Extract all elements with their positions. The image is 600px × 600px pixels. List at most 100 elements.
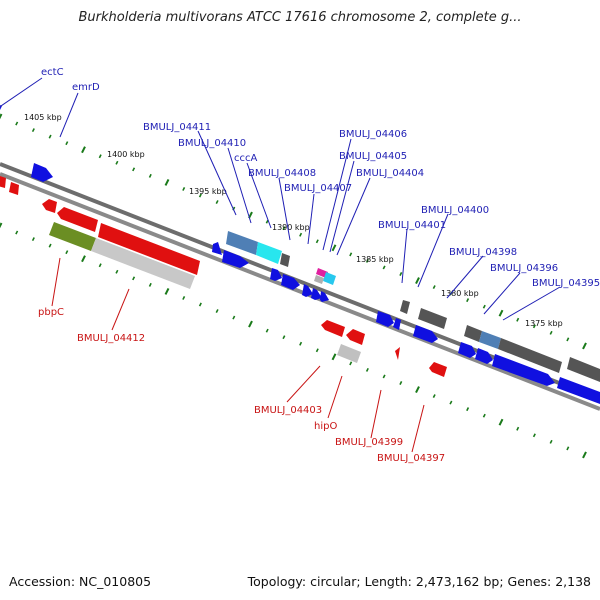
- gene-fwd-1: [31, 163, 53, 182]
- minor-tick: [466, 407, 470, 412]
- major-tick: [164, 178, 170, 186]
- minor-tick: [31, 128, 35, 133]
- minor-tick: [382, 374, 386, 379]
- gene-rev-6: [346, 329, 365, 345]
- label-BMULJ-04406: BMULJ_04406: [339, 129, 407, 140]
- scale-labels: 1405 kbp 1400 kbp 1395 kbp 1390 kbp 1385…: [24, 113, 563, 328]
- minor-tick: [48, 243, 52, 248]
- gene-fwd-10: [413, 325, 438, 343]
- gene-grey-small: [280, 253, 290, 267]
- major-tick: [582, 342, 587, 350]
- minor-tick: [399, 381, 403, 385]
- gene-fwd-6: [311, 288, 322, 300]
- scale-label-1390: 1390 kbp: [272, 223, 310, 232]
- minor-tick: [382, 265, 386, 270]
- major-tick: [0, 113, 3, 120]
- minor-tick: [182, 295, 186, 300]
- label-pbpC: pbpC: [38, 307, 64, 318]
- minor-tick: [315, 348, 319, 353]
- gene-cccA-grey: [226, 231, 258, 255]
- minor-tick: [349, 361, 353, 366]
- scale-label-1385: 1385 kbp: [356, 255, 394, 264]
- upper-scale-ticks: [0, 113, 587, 350]
- minor-tick: [31, 237, 35, 242]
- minor-tick: [482, 304, 486, 309]
- accession-text: Accession: NC_010805: [9, 574, 152, 589]
- scale-label-1380: 1380 kbp: [441, 289, 479, 298]
- gene-rev-2: [9, 182, 19, 195]
- minor-tick: [399, 272, 403, 276]
- minor-tick: [516, 317, 520, 322]
- gene-fwd-4: [281, 274, 300, 290]
- label-BMULJ-04403: BMULJ_04403: [254, 405, 322, 416]
- label-BMULJ-04407: BMULJ_04407: [284, 183, 352, 194]
- minor-tick: [148, 173, 152, 178]
- gene-grey-04401: [418, 308, 447, 329]
- gene-fwd-9: [393, 318, 401, 330]
- minor-tick: [98, 154, 102, 159]
- gene-hipO-grey: [337, 344, 361, 363]
- minor-tick: [198, 302, 202, 307]
- gene-BMULJ-04412: [98, 223, 200, 275]
- label-BMULJ-04395: BMULJ_04395: [532, 278, 600, 289]
- major-tick: [164, 287, 170, 295]
- minor-tick: [532, 433, 536, 438]
- major-tick: [248, 320, 253, 328]
- major-tick: [331, 353, 337, 361]
- minor-tick: [299, 232, 303, 237]
- minor-tick: [549, 439, 553, 444]
- label-BMULJ-04399: BMULJ_04399: [335, 437, 403, 448]
- major-tick: [415, 386, 420, 393]
- minor-tick: [482, 413, 486, 418]
- minor-tick: [98, 263, 102, 268]
- minor-tick: [148, 282, 152, 287]
- scale-label-1405: 1405 kbp: [24, 113, 62, 122]
- major-tick: [498, 309, 504, 317]
- label-BMULJ-04404: BMULJ_04404: [356, 168, 424, 179]
- label-BMULJ-04411: BMULJ_04411: [143, 122, 211, 133]
- gene-cyan-small: [323, 272, 336, 285]
- minor-tick: [432, 394, 436, 399]
- minor-tick: [566, 337, 570, 342]
- label-BMULJ-04397: BMULJ_04397: [377, 453, 445, 464]
- gene-rev-7: [395, 347, 400, 360]
- gene-grey-small-3: [400, 300, 410, 314]
- minor-tick: [132, 276, 136, 281]
- label-cccA: cccA: [234, 153, 257, 164]
- label-emrD: emrD: [72, 82, 100, 93]
- minor-tick: [15, 230, 19, 235]
- gene-grey-04395-b: [567, 357, 600, 382]
- label-BMULJ-04408: BMULJ_04408: [248, 168, 316, 179]
- minor-tick: [466, 298, 470, 303]
- minor-tick: [132, 167, 136, 172]
- minor-tick: [365, 367, 369, 372]
- map-title: Burkholderia multivorans ATCC 17616 chro…: [78, 10, 522, 25]
- major-tick: [81, 146, 86, 154]
- label-hipO: hipO: [314, 421, 337, 432]
- gene-fwd-8: [376, 311, 394, 327]
- major-tick: [582, 451, 587, 459]
- minor-tick: [115, 160, 119, 165]
- gene-fwd-12: [475, 348, 493, 364]
- gene-grey-04395: [498, 338, 562, 373]
- label-BMULJ-04410: BMULJ_04410: [178, 138, 246, 149]
- minor-tick: [449, 400, 453, 405]
- label-BMULJ-04396: BMULJ_04396: [490, 263, 558, 274]
- minor-tick: [532, 324, 536, 329]
- minor-tick: [65, 141, 69, 146]
- gene-fwd-small-1: [212, 242, 222, 255]
- label-BMULJ-04400: BMULJ_04400: [421, 205, 489, 216]
- gene-rev-1: [0, 176, 6, 188]
- major-tick: [0, 222, 3, 229]
- major-tick: [81, 255, 86, 263]
- label-BMULJ-04405: BMULJ_04405: [339, 151, 407, 162]
- label-BMULJ-04401: BMULJ_04401: [378, 220, 446, 231]
- label-BMULJ-04398: BMULJ_04398: [449, 247, 517, 258]
- gene-fwd-2: [222, 250, 249, 268]
- gene-grey-04398: [464, 325, 482, 342]
- forward-genes: [0, 105, 600, 404]
- minor-tick: [432, 285, 436, 290]
- gene-fwd-11: [458, 342, 476, 358]
- scale-label-1395: 1395 kbp: [189, 187, 227, 196]
